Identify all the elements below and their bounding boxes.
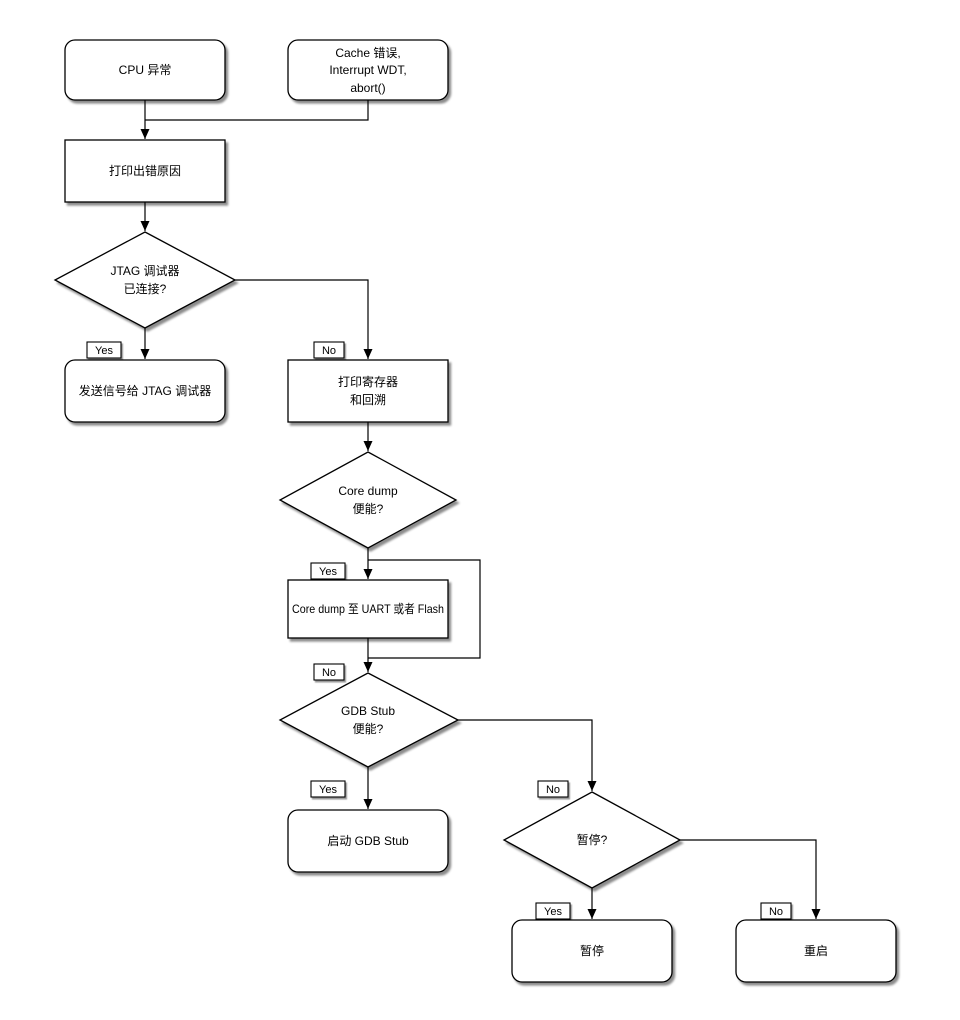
node-halt-label: 暂停: [580, 943, 604, 958]
edge-label-jtag-yes: Yes: [86, 341, 122, 359]
node-cache-error-label-line2: Interrupt WDT,: [329, 63, 406, 77]
edge-label-halt-no-box: [760, 902, 792, 920]
node-core-dump-to-uart-flash: Core dump 至 UART 或者 Flash: [287, 579, 449, 639]
edge-gdb-no: [458, 719, 597, 791]
edge-label-halt-no-text: No: [769, 906, 783, 918]
decision-gdb-stub-enabled-label-line1: GDB Stub: [341, 704, 395, 718]
node-start-gdb-stub: 启动 GDB Stub: [287, 809, 449, 873]
edge-label-halt-yes-box: [535, 902, 571, 920]
node-print-registers: 打印寄存器 和回溯: [287, 359, 449, 423]
edge-jtag-no: [235, 279, 373, 359]
edge-label-gdb-yes-box: [310, 780, 346, 798]
node-reboot-label: 重启: [804, 944, 828, 958]
decision-core-dump-enabled-label-line1: Core dump: [338, 484, 398, 498]
node-core-dump-to-uart-flash-label: Core dump 至 UART 或者 Flash: [292, 602, 444, 616]
edge-label-halt-yes: Yes: [535, 902, 571, 920]
edge-label-halt-yes-text: Yes: [544, 906, 562, 918]
node-print-error-reason-shape: [64, 139, 226, 203]
node-print-registers-label-line1: 打印寄存器: [338, 374, 398, 389]
node-core-dump-to-uart-flash-shape: [287, 579, 449, 639]
node-cpu-exception: CPU 异常: [64, 39, 226, 101]
node-reboot-shape: [735, 919, 897, 983]
edge-halt-no: [680, 839, 821, 919]
node-send-signal-jtag-shape: [64, 359, 226, 423]
edge-label-core-dump-no-text: No: [322, 667, 336, 679]
edge-cache-error-join: [145, 100, 369, 121]
edge-label-gdb-no: No: [537, 780, 569, 798]
node-send-signal-jtag: 发送信号给 JTAG 调试器: [64, 359, 226, 423]
node-reboot: 重启: [735, 919, 897, 983]
node-halt: 暂停: [511, 919, 673, 983]
node-print-registers-label-line2: 和回溯: [350, 392, 386, 407]
edge-label-gdb-no-box: [537, 780, 569, 798]
decision-gdb-stub-enabled-shape: [278, 672, 460, 768]
node-cache-error: Cache 错误, Interrupt WDT, abort(): [287, 39, 449, 101]
node-send-signal-jtag-label: 发送信号给 JTAG 调试器: [79, 383, 211, 398]
node-halt-shape: [511, 919, 673, 983]
decision-core-dump-enabled-shape: [278, 451, 458, 549]
decision-jtag-connected-shape: [53, 231, 237, 329]
edge-label-jtag-yes-box: [86, 341, 122, 359]
decision-halt-label: 暂停?: [577, 832, 608, 847]
edge-label-jtag-no-text: No: [322, 345, 336, 357]
decision-jtag-connected-label-line2: 已连接?: [124, 281, 167, 296]
edge-label-jtag-no-box: [313, 341, 345, 359]
node-cache-error-label-line3: abort(): [350, 81, 385, 95]
node-start-gdb-stub-label: 启动 GDB Stub: [327, 834, 409, 848]
decision-gdb-stub-enabled: GDB Stub 便能?: [278, 672, 460, 768]
edge-label-jtag-yes-text: Yes: [95, 345, 113, 357]
node-start-gdb-stub-shape: [287, 809, 449, 873]
decision-jtag-connected: JTAG 调试器 已连接?: [53, 231, 237, 329]
edge-label-core-dump-no: No: [313, 663, 345, 681]
decision-core-dump-enabled-label-line2: 便能?: [353, 502, 384, 516]
node-print-registers-shape: [287, 359, 449, 423]
decision-gdb-stub-enabled-label-line2: 便能?: [353, 722, 384, 736]
decision-halt-shape: [502, 791, 682, 889]
edge-label-gdb-yes: Yes: [310, 780, 346, 798]
edge-label-gdb-no-text: No: [546, 784, 560, 796]
edge-label-core-dump-yes-box: [310, 562, 346, 580]
node-cpu-exception-shape: [64, 39, 226, 101]
node-cache-error-shape: [287, 39, 449, 101]
node-print-error-reason: 打印出错原因: [64, 139, 226, 203]
node-cache-error-label-line1: Cache 错误,: [335, 46, 400, 60]
edge-label-jtag-no: No: [313, 341, 345, 359]
edge-label-core-dump-no-box: [313, 663, 345, 681]
edge-label-core-dump-yes: Yes: [310, 562, 346, 580]
edge-coredump-no-bypass: [368, 559, 481, 659]
node-cpu-exception-label: CPU 异常: [119, 63, 172, 77]
edge-label-core-dump-yes-text: Yes: [319, 566, 337, 578]
node-print-error-reason-label: 打印出错原因: [109, 164, 181, 178]
edge-label-halt-no: No: [760, 902, 792, 920]
decision-core-dump-enabled: Core dump 便能?: [278, 451, 458, 549]
decision-halt: 暂停?: [502, 791, 682, 889]
decision-jtag-connected-label-line1: JTAG 调试器: [110, 263, 179, 278]
edge-label-gdb-yes-text: Yes: [319, 784, 337, 796]
